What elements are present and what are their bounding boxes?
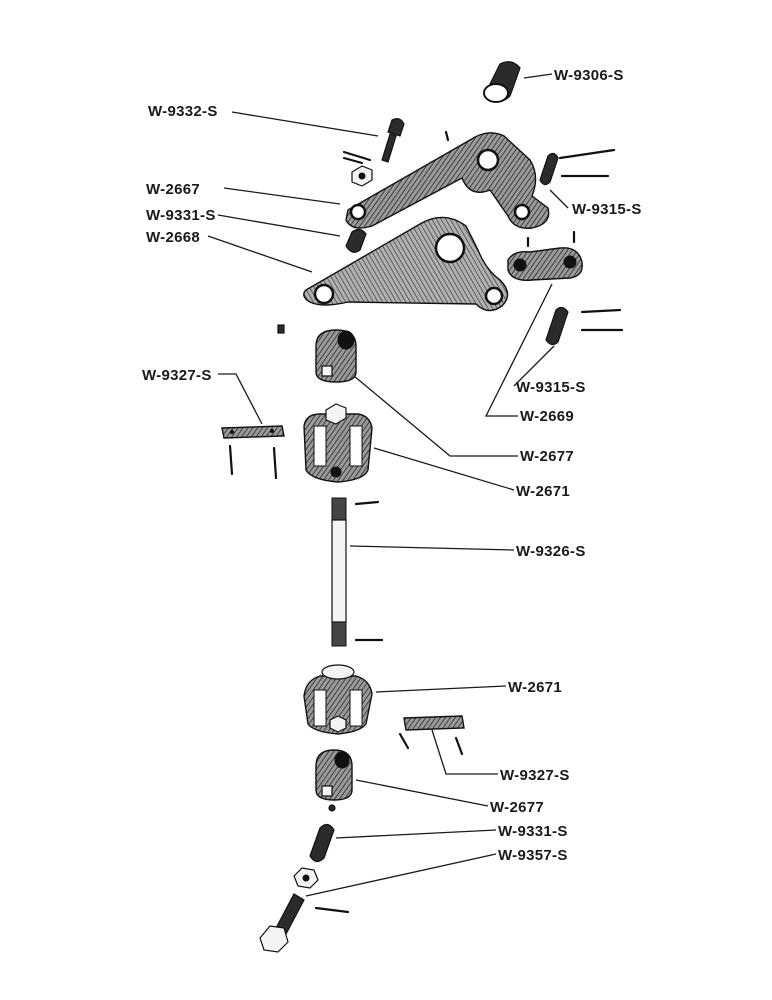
bushing-w9306s [483,61,521,103]
label-w9306s: W-9306-S [554,67,624,84]
bolt-w9332s [342,118,405,165]
pin-w9327s-left [221,425,285,480]
spacer-w9331s-bottom [309,823,335,863]
label-w2668: W-2668 [146,229,200,246]
label-w9331s-top: W-9331-S [146,207,216,224]
label-w9331s-bottom: W-9331-S [498,823,568,840]
link-w2669 [507,230,583,281]
label-w2671-top: W-2671 [516,483,570,500]
label-w2671-bottom: W-2671 [508,679,562,696]
label-w9357s: W-9357-S [498,847,568,864]
yoke-w2671-top [303,403,373,483]
leader-lines [207,73,569,897]
label-w2677-top: W-2677 [520,448,574,465]
label-w9326s: W-9326-S [516,543,586,560]
pin-w9327s-right [398,715,465,756]
pin-w9315s-mid [545,306,624,346]
block-w2677-top [315,329,357,383]
bell-crank-w2667 [345,130,550,229]
label-w9327s-right: W-9327-S [500,767,570,784]
label-w9315s-mid: W-9315-S [516,379,586,396]
label-w2667: W-2667 [146,181,200,198]
block-w2677-bottom [315,749,353,812]
nut-bottom [293,867,319,889]
pin-w9315s-top [539,148,616,186]
label-w9315s-top: W-9315-S [572,201,642,218]
bolt-w9357s [259,893,350,953]
yoke-w2671-bottom [303,664,373,735]
label-w2677-bottom: W-2677 [490,799,544,816]
label-w9327s-left: W-9327-S [142,367,212,384]
grease-fitting-top [277,324,285,334]
bell-crank-w2668 [303,216,509,312]
label-w2669: W-2669 [520,408,574,425]
nut-small-top [351,165,373,187]
rod-w9326s [331,497,384,647]
label-w9332s: W-9332-S [148,103,218,120]
spacer-w9331s-top [345,228,367,253]
